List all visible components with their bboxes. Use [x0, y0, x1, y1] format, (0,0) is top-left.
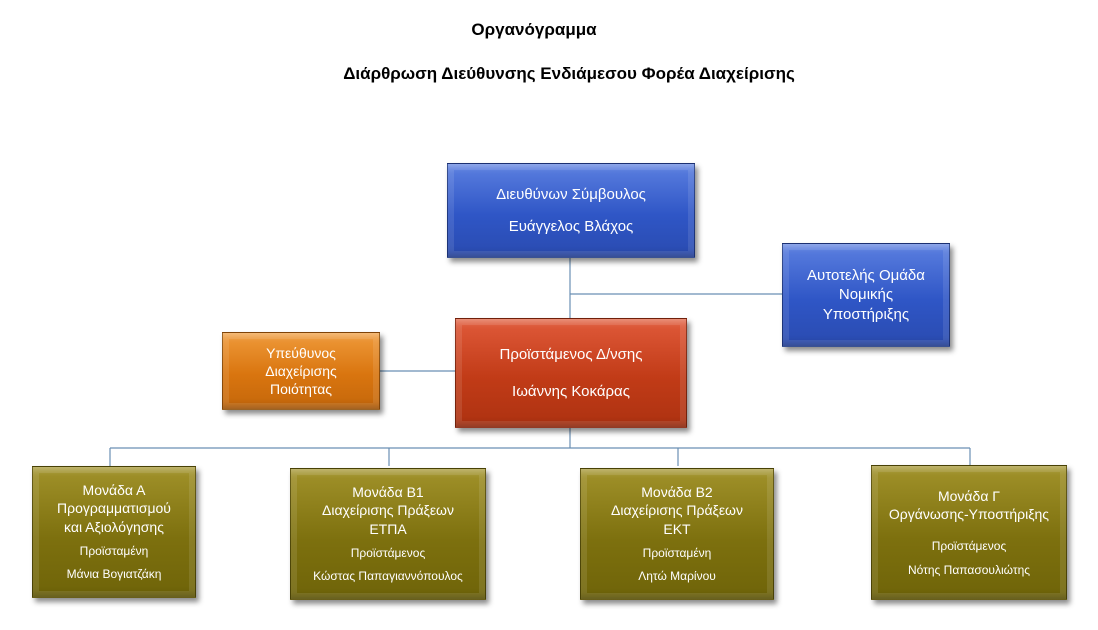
chart-title: Οργανόγραμμα	[471, 20, 597, 39]
unit-b1-desc2: ΕΤΠΑ	[369, 520, 407, 537]
unit-b1-desc1: Διαχείρισης Πράξεων	[321, 502, 454, 519]
unit-g-box: Μονάδα Γ Οργάνωσης-Υποστήριξης Προϊστάμε…	[871, 465, 1067, 600]
ceo-role: Διευθύνων Σύμβουλος	[496, 186, 646, 203]
unit-b2-desc2: ΕΚΤ	[663, 520, 691, 537]
unit-g-name: Μονάδα Γ	[937, 487, 1001, 504]
quality-line2: Διαχείρισης	[265, 362, 337, 379]
unit-b2-head-name: Λητώ Μαρίνου	[638, 569, 716, 584]
legal-team-box: Αυτοτελής Ομάδα Νομικής Υποστήριξης	[782, 243, 950, 347]
quality-line3: Ποιότητας	[269, 381, 333, 398]
unit-b2-box: Μονάδα Β2 Διαχείρισης Πράξεων ΕΚΤ Προϊστ…	[580, 468, 774, 600]
unit-a-desc2: και Αξιολόγησης	[64, 518, 164, 535]
unit-a-name: Μονάδα Α	[82, 482, 146, 499]
director-box: Προϊστάμενος Δ/νσης Ιωάννης Κοκάρας	[455, 318, 687, 428]
unit-b1-box: Μονάδα Β1 Διαχείρισης Πράξεων ΕΤΠΑ Προϊσ…	[290, 468, 486, 600]
director-role: Προϊστάμενος Δ/νσης	[499, 345, 643, 363]
ceo-box: Διευθύνων Σύμβουλος Ευάγγελος Βλάχος	[447, 163, 695, 258]
legal-line3: Υποστήριξης	[822, 305, 910, 323]
legal-line2: Νομικής	[838, 286, 894, 304]
unit-g-head-name: Νότης Παπασουλιώτης	[907, 562, 1031, 577]
unit-b1-head-title: Προϊστάμενος	[350, 545, 426, 560]
unit-g-desc1: Οργάνωσης-Υποστήριξης	[888, 505, 1050, 522]
legal-line1: Αυτοτελής Ομάδα	[807, 266, 925, 284]
unit-b2-head-title: Προϊσταμένη	[642, 545, 712, 560]
unit-a-head-title: Προϊσταμένη	[79, 543, 149, 558]
unit-a-desc1: Προγραμματισμού	[57, 500, 171, 517]
quality-box: Υπεύθυνος Διαχείρισης Ποιότητας	[222, 332, 380, 410]
unit-b2-desc1: Διαχείρισης Πράξεων	[610, 502, 743, 519]
unit-g-head-title: Προϊστάμενος	[931, 539, 1007, 554]
chart-subtitle: Διάρθρωση Διεύθυνσης Ενδιάμεσου Φορέα Δι…	[343, 64, 795, 83]
unit-b2-name: Μονάδα Β2	[641, 484, 713, 501]
unit-a-box: Μονάδα Α Προγραμματισμού και Αξιολόγησης…	[32, 466, 196, 598]
ceo-name: Ευάγγελος Βλάχος	[508, 217, 634, 235]
unit-a-head-name: Μάνια Βογιατζάκη	[66, 567, 162, 582]
director-name: Ιωάννης Κοκάρας	[512, 383, 630, 400]
quality-line1: Υπεύθυνος	[266, 344, 336, 361]
unit-b1-name: Μονάδα Β1	[352, 484, 424, 501]
unit-b1-head-name: Κώστας Παπαγιαννόπουλος	[313, 569, 463, 584]
